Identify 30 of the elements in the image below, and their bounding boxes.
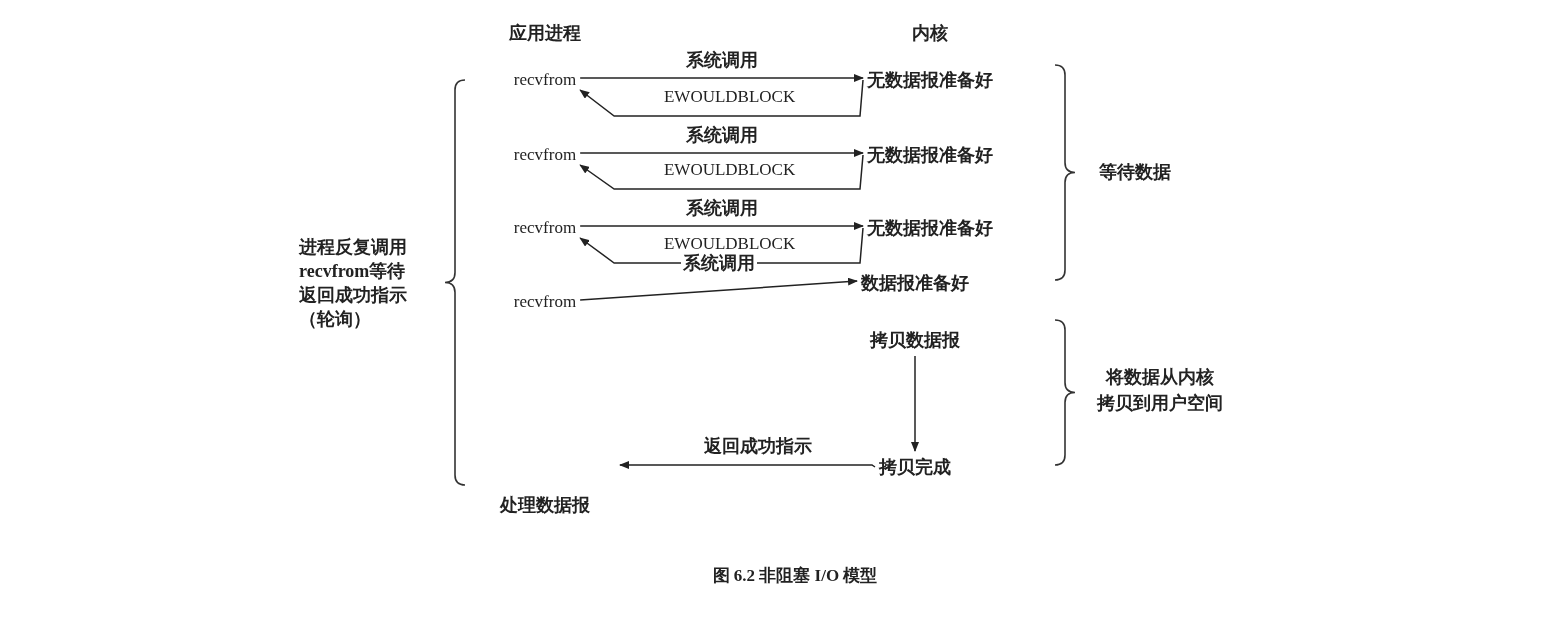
step-text: recvfrom (513, 292, 577, 312)
step-text: 无数据报准备好 (867, 143, 993, 167)
figure-caption: 图 6.2 非阻塞 I/O 模型 (712, 564, 878, 587)
arrow (579, 154, 864, 190)
edge-label: 系统调用 (683, 123, 760, 147)
arrow (579, 79, 864, 117)
side-note: 进程反复调用recvfrom等待返回成功指示（轮询） (299, 236, 408, 331)
step-text: recvfrom (513, 145, 577, 165)
edge-label: 系统调用 (683, 196, 760, 220)
step-text: 处理数据报 (500, 494, 590, 517)
step-text: 无数据报准备好 (867, 216, 993, 240)
arrow (911, 355, 919, 452)
edge-label: 系统调用 (683, 48, 760, 72)
arrow (619, 461, 876, 469)
column-heading: 内核 (912, 22, 948, 45)
arrow (579, 277, 858, 301)
step-text: 无数据报准备好 (867, 68, 993, 92)
phase-label: 将数据从内核拷贝到用户空间 (1097, 366, 1223, 415)
step-text: 拷贝数据报 (870, 328, 960, 352)
arrow (579, 74, 864, 82)
edge-label: 返回成功指示 (701, 434, 814, 458)
step-text: recvfrom (513, 70, 577, 90)
column-heading: 应用进程 (509, 22, 581, 45)
phase-label: 等待数据 (1099, 161, 1171, 184)
edge-label: 系统调用 (680, 251, 757, 275)
step-text: recvfrom (513, 218, 577, 238)
step-text: 数据报准备好 (861, 271, 969, 295)
step-text: 拷贝完成 (879, 455, 951, 479)
arrow (579, 222, 864, 230)
arrow (579, 149, 864, 157)
